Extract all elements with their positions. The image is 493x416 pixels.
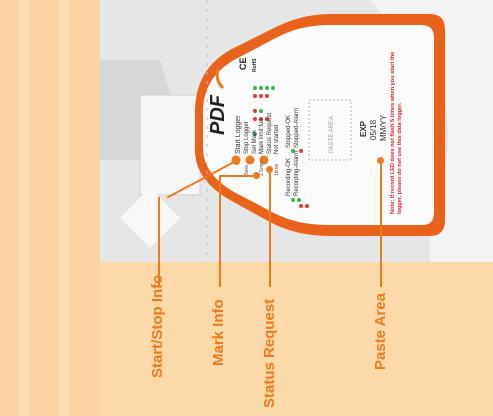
not-started-text: Not started [274,125,280,154]
leader-line [269,169,271,287]
status-request-text: Status Request [267,113,273,154]
paste-area-text: PASTE AREA [329,116,335,153]
brand-logo: PDF [207,94,229,135]
stopped-ok-text: Stopped-OK [286,115,292,148]
status-time-text: 1time [274,164,280,176]
status-request-label: Status Request [261,299,278,408]
start-logger-text: Start Logger [235,115,242,154]
mark-info-label: Mark Info [210,299,227,366]
paste-area-label: Paste Area [372,293,389,370]
decor-stripe [18,0,30,416]
mark-button-mark [246,156,255,165]
leader-line [219,175,256,177]
set-mark-text: Set Mark [252,129,258,154]
mark-limit-text: Mark limit full [259,119,265,154]
stop-logger-text: Stop Logger [244,121,250,154]
exp-label: EXP [359,120,368,137]
warning-note: Note: If record LED does not flash 5 tim… [390,34,420,214]
exp-format: MM/YY [379,114,388,141]
note-text: Note: If record LED does not flash 5 tim… [390,34,404,214]
recording-alarm-text: Recording-Alarm [294,151,300,196]
decor-stripe [58,0,70,416]
ce-mark: CE [238,57,248,70]
recording-ok-text: Recording-OK [286,158,292,196]
left-band [0,0,100,416]
rohs-mark: RoHS [252,58,258,72]
stopped-alarm-text: Stopped-Alarm [294,108,300,148]
leader-line [219,175,221,287]
leader-line [158,197,160,287]
stop-time-text: 5sec [244,164,250,175]
start-stop-info-label: Start/Stop Info [149,275,166,378]
exp-date: 05/18 [369,119,378,140]
leader-line [380,160,382,287]
